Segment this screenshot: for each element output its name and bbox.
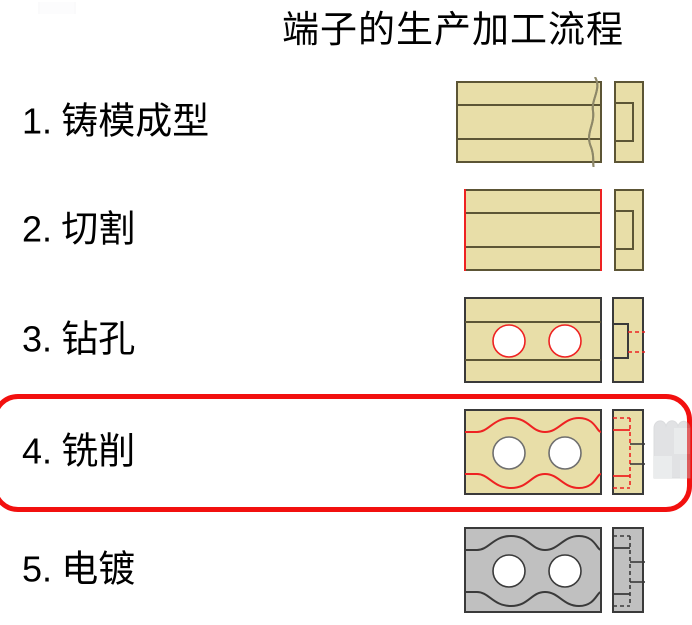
step-4-3d-svg [653,420,691,479]
step-3-label: 3. 钻孔 [22,318,135,363]
step-5-diagram [455,524,645,616]
plated-edge-top [465,534,602,552]
process-step-row-1: 1. 铸模成型 [0,70,692,174]
step-1-svg [456,77,644,167]
step-1-diagram [455,77,645,167]
step-5-label: 5. 电镀 [22,548,135,593]
step-1-label: 1. 铸模成型 [22,100,209,145]
drill-hole-2 [548,324,582,358]
step-1-name: 铸模成型 [61,101,210,143]
process-step-row-3: 3. 钻孔 [0,288,692,392]
step-5-name: 电镀 [61,549,136,591]
process-step-row-5: 5. 电镀 [0,518,692,622]
process-step-row-4: 4. 铣削 [0,400,692,504]
step-5-svg [464,527,645,613]
step-4-index: 4. [22,430,53,472]
step-2-diagram [455,185,645,275]
step-3-diagram [455,294,645,386]
mill-path-top [465,416,602,434]
step-2-svg [464,189,644,271]
step-4-diagram [455,406,645,498]
step-2-name: 切割 [61,209,136,251]
step-4-name: 铣削 [61,431,136,473]
hole-1 [492,436,526,470]
step-3-name: 钻孔 [61,319,136,361]
step-2-index: 2. [22,208,53,250]
step-3-svg [464,297,645,383]
step-2-label: 2. 切割 [22,208,135,253]
drill-hole-1 [492,324,526,358]
step-1-index: 1. [22,100,53,142]
page-title: 端子的生产加工流程 [282,10,624,51]
plated-edge-bottom [465,590,602,608]
process-step-row-2: 2. 切割 [0,178,692,282]
mill-path-bottom [465,472,602,490]
hole-2 [548,436,582,470]
step-4-label: 4. 铣削 [22,430,135,475]
step-3-index: 3. [22,318,53,360]
step-4-3d-preview [650,416,692,488]
plated-hole-1 [492,554,526,588]
step-4-svg [464,409,645,495]
plated-hole-2 [548,554,582,588]
corner-artifact [38,2,76,14]
step-5-index: 5. [22,548,53,590]
